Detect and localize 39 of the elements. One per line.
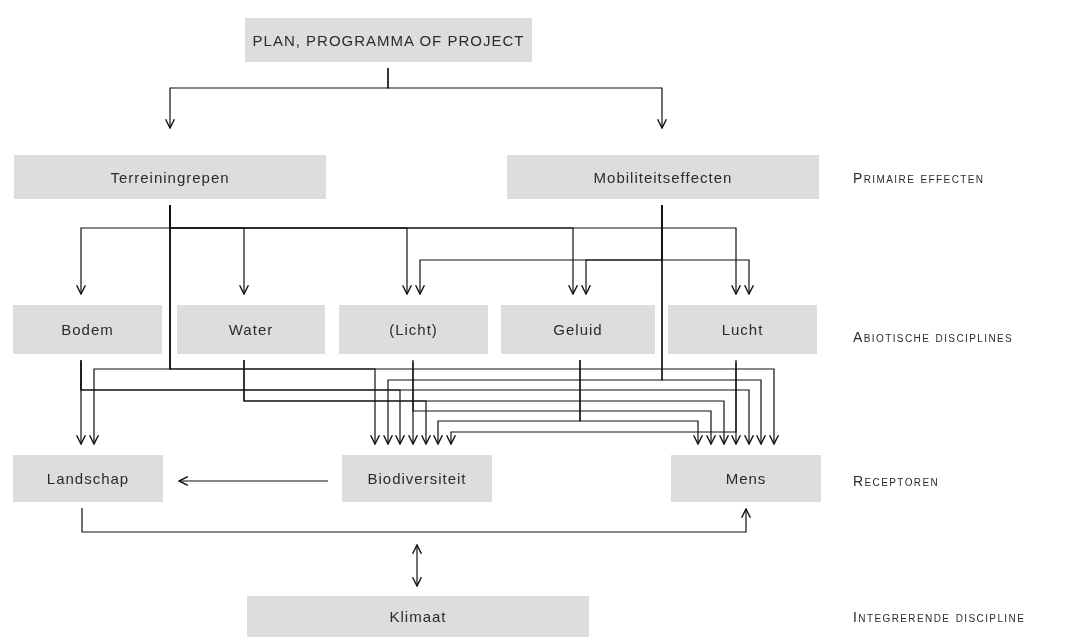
level-label: Receptoren bbox=[853, 473, 940, 489]
process-box bbox=[668, 305, 817, 354]
process-box bbox=[177, 305, 325, 354]
arrow bbox=[445, 359, 737, 445]
arrow bbox=[243, 359, 730, 445]
process-box bbox=[342, 455, 492, 502]
arrow bbox=[81, 507, 752, 533]
process-box bbox=[13, 305, 162, 354]
box-label: Water bbox=[228, 321, 274, 338]
process-box bbox=[339, 305, 488, 354]
arrow bbox=[412, 359, 717, 445]
arrow bbox=[661, 204, 767, 445]
box-label: Klimaat bbox=[389, 608, 447, 625]
arrow bbox=[178, 475, 329, 487]
box-label: (Licht) bbox=[389, 321, 438, 338]
process-box bbox=[247, 596, 589, 637]
box-label: PLAN, PROGRAMMA OF PROJECT bbox=[252, 31, 525, 49]
arrow bbox=[169, 204, 780, 445]
process-box bbox=[501, 305, 655, 354]
box-label: Biodiversiteit bbox=[367, 470, 467, 487]
level-label: Abiotische disciplines bbox=[853, 329, 1014, 345]
arrow bbox=[80, 359, 755, 445]
box-label: Landschap bbox=[46, 470, 130, 487]
box-label: Geluid bbox=[553, 321, 603, 338]
arrow bbox=[411, 544, 423, 587]
process-box bbox=[245, 18, 532, 62]
box-label: Mens bbox=[725, 470, 767, 487]
box-label: Bodem bbox=[61, 321, 114, 338]
box-label: Lucht bbox=[721, 321, 764, 338]
box-label: Terreiningrepen bbox=[110, 168, 230, 186]
level-label: Integrerende discipline bbox=[853, 609, 1026, 625]
arrow bbox=[387, 67, 668, 129]
process-box bbox=[671, 455, 821, 502]
process-box bbox=[507, 155, 819, 199]
level-label: Primaire effecten bbox=[853, 170, 985, 186]
arrow bbox=[579, 359, 704, 445]
process-box bbox=[13, 455, 163, 502]
process-box bbox=[14, 155, 326, 199]
box-label: Mobiliteitseffecten bbox=[593, 168, 733, 186]
